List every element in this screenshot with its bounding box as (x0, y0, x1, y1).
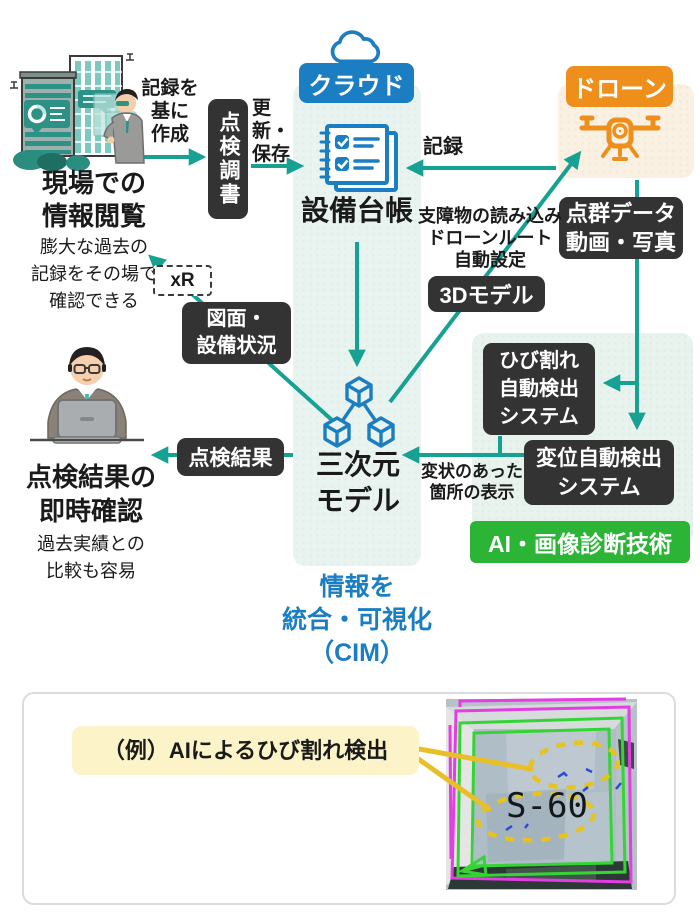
crack-system-box: ひび割れ 自動検出 システム (483, 343, 595, 435)
result-view-title: 点検結果の 即時確認 (25, 462, 156, 526)
ai-tag: AI・画像診断技術 (470, 521, 690, 563)
result-view-desc: 過去実績との 比較も容易 (37, 534, 145, 581)
site-view-title: 現場での 情報閲覧 (41, 168, 146, 231)
inspection-result-box: 点検結果 (177, 438, 284, 476)
buildings-illustration (10, 53, 145, 171)
photo-content: S-60 (446, 697, 637, 890)
callout-lines (414, 746, 534, 812)
update-save-label: 更新・ 保存 (252, 98, 291, 165)
anomaly-label: 変状のあった 箇所の表示 (421, 462, 523, 502)
worker-laptop-illustration (30, 347, 144, 444)
cubes-3d-icon (323, 376, 395, 448)
ar-worker (93, 89, 145, 164)
photo-mark-label: S-60 (506, 786, 588, 826)
xr-box: xR (153, 265, 212, 296)
model-center-title: 三次元 モデル (315, 449, 400, 516)
ledger-title: 設備台帳 (300, 195, 413, 226)
drawing-status-box: 図面・ 設備状況 (182, 302, 291, 364)
drone-tag: ドローン (566, 66, 673, 107)
record-label: 記録 (423, 136, 463, 158)
displacement-system-box: 変位自動検出 システム (524, 440, 674, 505)
crack-photo: S-60 (414, 697, 637, 890)
cloud-icon (330, 30, 381, 64)
example-label: （例）AIによるひび割れ検出 (72, 726, 419, 775)
inspection-report-box: 点検調書 (208, 99, 248, 219)
obstacle-label: 支障物の読み込み ドローンルート 自動設定 (418, 206, 562, 270)
drone-icon (579, 115, 661, 161)
site-view-desc: 膨大な過去の 記録をその場で 確認できる (31, 237, 157, 311)
model3d-box: 3Dモデル (428, 276, 545, 312)
record-based-label: 記録を 基に 作成 (141, 78, 199, 145)
cim-caption: 情報を 統合・可視化 （CIM） (281, 573, 432, 667)
cloud-tag: クラウド (299, 63, 414, 103)
ledger-notebook-icon (319, 124, 398, 192)
pointcloud-box: 点群データ 動画・写真 (559, 197, 683, 259)
